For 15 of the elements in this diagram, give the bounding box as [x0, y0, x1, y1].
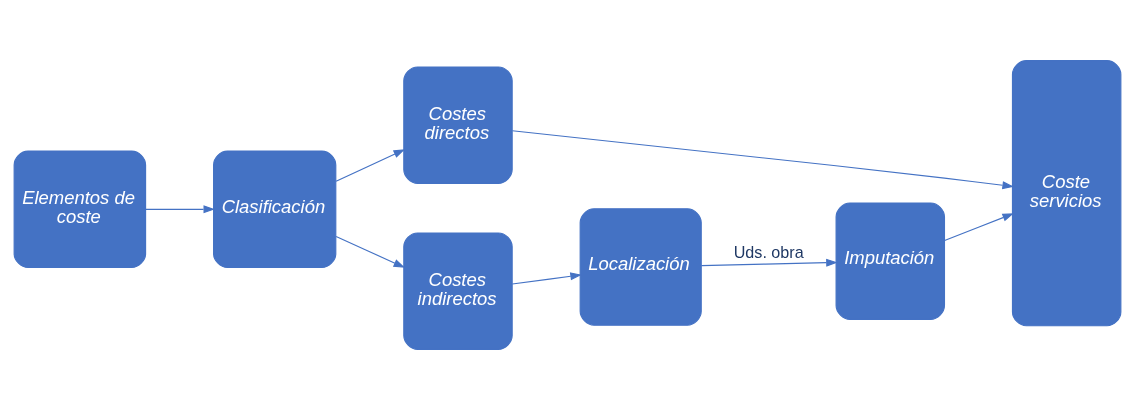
node-box: Elementos de coste	[13, 150, 147, 269]
arrow	[944, 213, 1014, 241]
node-box: Costes directos	[403, 66, 513, 184]
arrow	[511, 272, 582, 285]
edge-label: Uds. obra	[733, 242, 804, 261]
node-box: Imputación	[835, 202, 946, 320]
node-box: Coste servicios	[1011, 60, 1122, 327]
arrow	[335, 236, 406, 268]
arrow	[335, 149, 406, 182]
arrow	[700, 258, 838, 267]
node-box: Localización	[579, 208, 702, 326]
node-box: Costes indirectos	[403, 232, 513, 350]
node-box: Clasificación	[213, 150, 337, 269]
arrow	[511, 130, 1014, 190]
arrow	[145, 205, 216, 214]
